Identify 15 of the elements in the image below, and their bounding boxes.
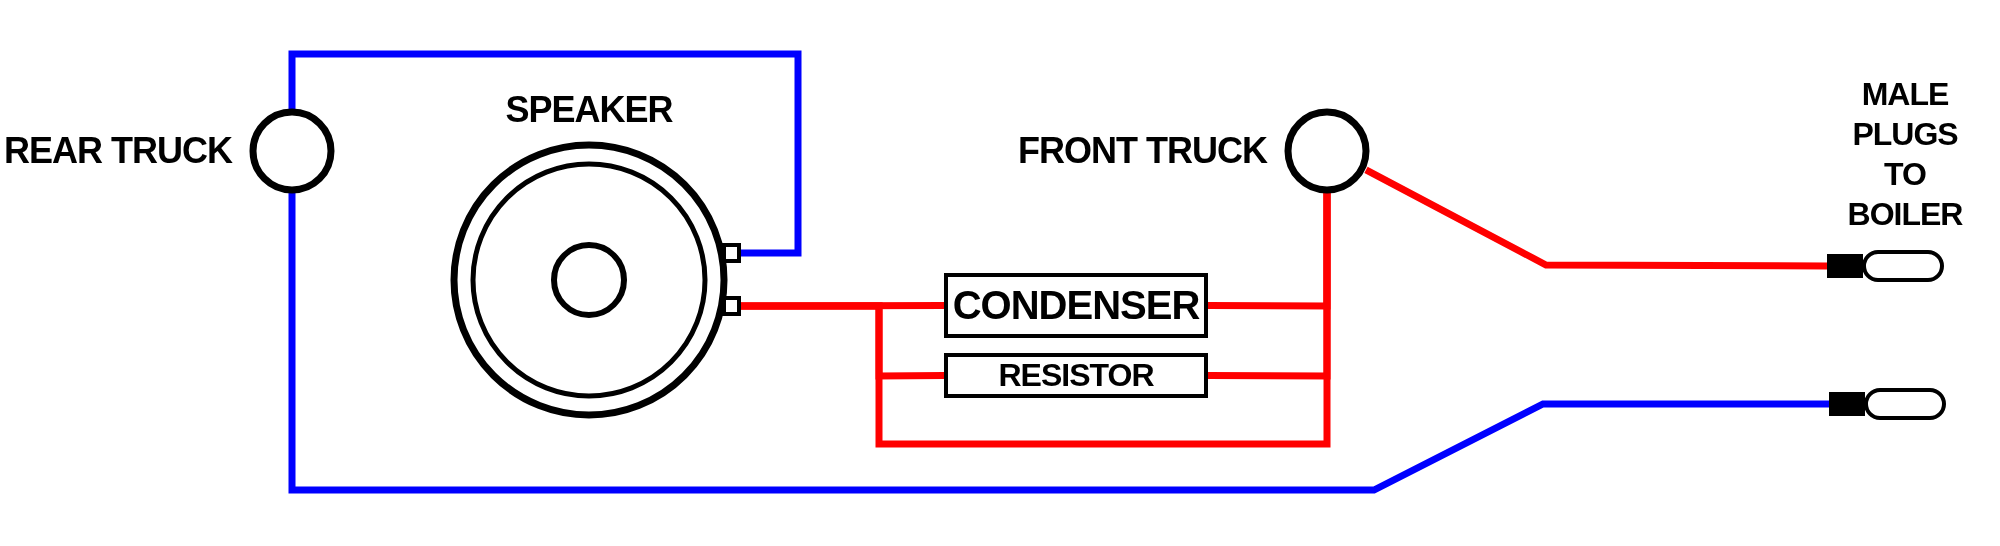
wire [738,302,944,310]
resistor-box: RESISTOR [944,353,1208,398]
male-plug-icon [1827,250,1945,282]
male-plug-icon [1829,388,1947,420]
terminal-circle [249,108,335,194]
component-label: SPEAKER [505,90,673,130]
capacitor-box: CONDENSER [944,273,1208,338]
wire [288,50,802,257]
wire [288,192,1829,494]
wire [1208,192,1331,380]
note-label: MALE PLUGS TO BOILER [1846,75,1964,234]
wire [1364,166,1827,270]
component-label: REAR TRUCK [4,131,232,171]
terminal-circle [1284,108,1370,194]
component-label: FRONT TRUCK [1018,131,1267,171]
